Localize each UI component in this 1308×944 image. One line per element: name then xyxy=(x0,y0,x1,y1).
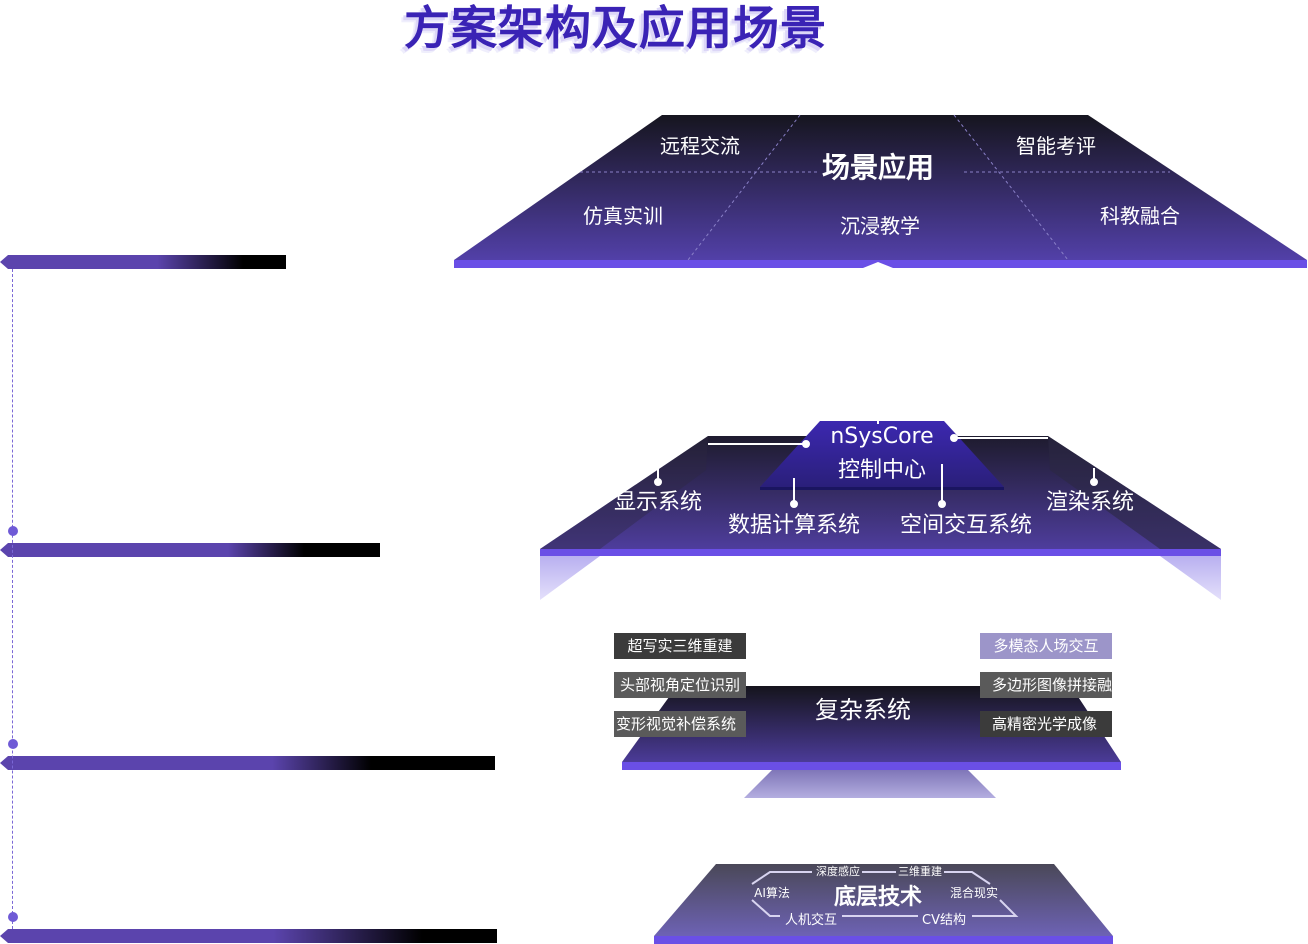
base-tech-mixed-reality: 混合现实 xyxy=(949,886,998,900)
middle-layer-edge xyxy=(540,549,1221,556)
bottom-layer-edge xyxy=(654,936,1113,944)
third-base-shape xyxy=(744,770,996,798)
top-layer-edge xyxy=(454,260,1307,268)
middle-layer-side-left xyxy=(540,556,600,600)
tech-tag-precision-optics: 高精密光学成像 xyxy=(980,711,1112,737)
timeline-dashed-line xyxy=(12,269,13,929)
scenario-simulation-training: 仿真实训 xyxy=(583,204,663,228)
system-rendering: 渲染系统 xyxy=(1046,490,1135,515)
middle-layer-side-right xyxy=(1160,556,1221,600)
scenario-science-education: 科教融合 xyxy=(1100,204,1180,228)
timeline-bar-3 xyxy=(0,756,495,770)
core-title: nSysCore xyxy=(830,424,934,449)
bottom-layer-shape xyxy=(654,864,1113,936)
timeline-bar-2 xyxy=(0,543,380,557)
tech-tag-image-stitching: 多边形图像拼接融合 xyxy=(980,672,1112,698)
core-subtitle: 控制中心 xyxy=(837,458,926,483)
timeline-dot-2 xyxy=(8,739,18,749)
tech-tag-3d-reconstruction: 超写实三维重建 xyxy=(614,633,746,659)
base-tech-depth-sensing: 深度感应 xyxy=(816,865,860,878)
tech-tag-multimodal-interaction: 多模态人场交互 xyxy=(980,633,1112,659)
third-layer-title-line2: 复杂系统 xyxy=(815,696,911,724)
system-display: 显示系统 xyxy=(613,490,702,515)
base-tech-3d-reconstruction: 三维重建 xyxy=(898,865,942,878)
timeline-bar-1 xyxy=(0,255,286,269)
scenario-immersive-teaching: 沉浸教学 xyxy=(840,214,920,238)
page-title: 方案架构及应用场景 xyxy=(404,1,827,55)
third-layer-title-line1: 软硬一体化 xyxy=(803,670,923,684)
base-tech-cv-structure: CV结构 xyxy=(922,913,966,928)
timeline-dot-1 xyxy=(8,526,18,536)
third-layer-shape xyxy=(622,686,1121,762)
scenario-remote-exchange: 远程交流 xyxy=(660,134,740,158)
base-tech-hci: 人机交互 xyxy=(784,913,837,928)
top-layer-title: 场景应用 xyxy=(821,151,934,184)
tech-tag-distortion-compensation: 变形视觉补偿系统 xyxy=(614,711,746,737)
top-layer-shape xyxy=(454,115,1307,260)
bottom-layer-title: 底层技术 xyxy=(833,885,922,910)
tech-tag-head-tracking: 头部视角定位识别 xyxy=(614,672,746,698)
scenario-smart-assessment: 智能考评 xyxy=(1016,134,1096,158)
system-data-computing: 数据计算系统 xyxy=(727,513,860,538)
system-spatial-interaction: 空间交互系统 xyxy=(899,513,1032,538)
base-tech-ai-algorithm: AI算法 xyxy=(754,886,790,900)
timeline-bar-4 xyxy=(0,929,497,943)
timeline-dot-3 xyxy=(8,912,18,922)
third-layer-edge xyxy=(622,762,1121,770)
